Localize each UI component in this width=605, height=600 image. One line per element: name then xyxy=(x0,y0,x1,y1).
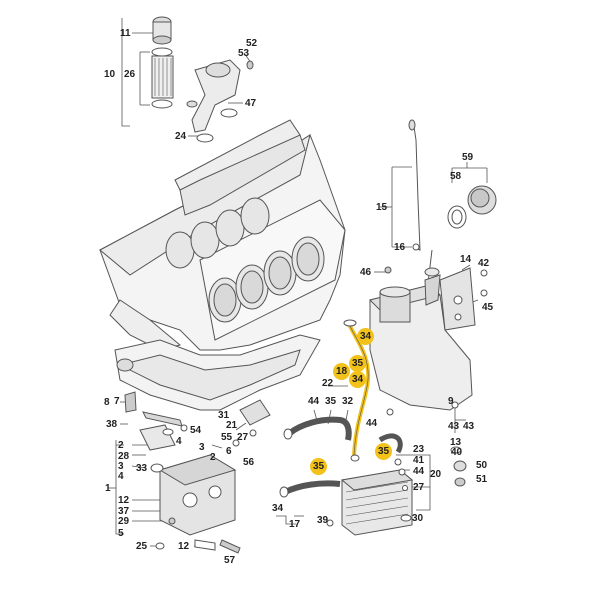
oil-tank xyxy=(369,267,476,411)
label-14: 14 xyxy=(460,254,472,265)
filter-housing xyxy=(191,59,241,133)
label-32: 32 xyxy=(342,396,354,407)
label-43: 43 xyxy=(448,421,460,432)
bracket-1 xyxy=(115,440,124,535)
label-12: 12 xyxy=(118,495,130,506)
label-56: 56 xyxy=(243,457,255,468)
highlight-label-18: 18 xyxy=(333,363,350,380)
label-15: 15 xyxy=(376,202,388,213)
highlight-label-35b: 35 xyxy=(375,443,392,460)
label-33: 33 xyxy=(136,463,148,474)
filler-cap xyxy=(447,185,497,229)
label-50: 50 xyxy=(476,460,488,471)
label-44b: 44 xyxy=(366,418,378,429)
label-4: 4 xyxy=(118,471,124,482)
label-3b: 3 xyxy=(199,442,205,453)
label-44c: 44 xyxy=(413,466,425,477)
label-35: 35 xyxy=(325,396,337,407)
label-2b: 2 xyxy=(210,452,216,463)
label-30: 30 xyxy=(412,513,424,524)
label-26: 26 xyxy=(124,69,136,80)
label-27: 27 xyxy=(413,482,425,493)
label-10: 10 xyxy=(104,69,116,80)
hoses xyxy=(279,416,403,498)
label-8: 8 xyxy=(104,397,110,408)
filter-element xyxy=(151,55,174,99)
label-7: 7 xyxy=(114,396,120,407)
label-16: 16 xyxy=(394,242,406,253)
label-47: 47 xyxy=(245,98,257,109)
bracket-20 xyxy=(410,454,431,511)
label-57: 57 xyxy=(224,555,236,566)
oil-cooler xyxy=(340,469,414,536)
label-22: 22 xyxy=(322,378,334,389)
oil-pump-group xyxy=(124,391,271,554)
label-17: 17 xyxy=(289,519,301,530)
label-11: 11 xyxy=(120,28,131,39)
label-40: 40 xyxy=(451,447,463,458)
highlight-label-34b: 34 xyxy=(349,371,366,388)
label-27b: 27 xyxy=(237,432,249,443)
label-46: 46 xyxy=(360,267,372,278)
label-25: 25 xyxy=(136,541,148,552)
label-1: 1 xyxy=(105,483,111,494)
label-51: 51 xyxy=(476,474,488,485)
label-59: 59 xyxy=(462,152,474,163)
label-52: 52 xyxy=(246,38,258,49)
label-13: 13 xyxy=(450,437,462,448)
label-44: 44 xyxy=(308,396,320,407)
label-54: 54 xyxy=(190,425,202,436)
highlight-label-35a: 35 xyxy=(349,355,366,372)
label-20: 20 xyxy=(430,469,442,480)
label-41: 41 xyxy=(413,455,425,466)
highlight-label-34a: 34 xyxy=(357,328,374,345)
label-4b: 4 xyxy=(176,436,182,447)
label-45: 45 xyxy=(482,302,494,313)
label-58: 58 xyxy=(450,171,462,182)
label-9: 9 xyxy=(448,396,454,407)
oil-filter-group xyxy=(151,16,254,143)
label-21: 21 xyxy=(226,420,238,431)
label-3: 3 xyxy=(118,461,124,472)
label-6: 6 xyxy=(226,446,232,457)
label-53: 53 xyxy=(238,48,250,59)
label-34: 34 xyxy=(272,503,284,514)
small-parts-right xyxy=(326,266,488,527)
label-55: 55 xyxy=(221,432,233,443)
label-23: 23 xyxy=(413,444,425,455)
label-2: 2 xyxy=(118,440,124,451)
label-5: 5 xyxy=(118,528,124,539)
label-12b: 12 xyxy=(178,541,190,552)
rail xyxy=(142,411,183,427)
bracket-10 xyxy=(121,18,130,127)
label-31: 31 xyxy=(218,410,230,421)
engine-block xyxy=(99,119,346,411)
label-24: 24 xyxy=(175,131,187,142)
label-43b: 43 xyxy=(463,421,475,432)
label-29: 29 xyxy=(118,516,130,527)
highlight-label-35c: 35 xyxy=(310,458,327,475)
leader-lines xyxy=(108,18,488,547)
label-38: 38 xyxy=(106,419,118,430)
label-42: 42 xyxy=(478,258,490,269)
oil-pipe-highlighted xyxy=(343,319,371,462)
label-28: 28 xyxy=(118,451,130,462)
label-39: 39 xyxy=(317,515,329,526)
label-37: 37 xyxy=(118,506,130,517)
